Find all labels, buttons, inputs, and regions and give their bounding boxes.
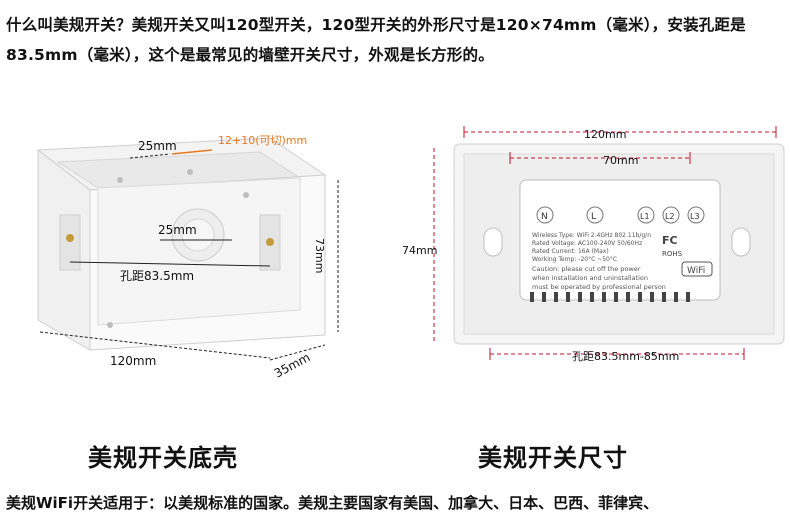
caution-line-1: Caution: please cut off the power (532, 265, 641, 273)
label-line-2: Rated Voltage: AC100-240V 50/60Hz (532, 240, 642, 247)
switch-back-illustration: 120mm 70mm N L L1 L2 L3 Wireless Type: W… (402, 126, 785, 363)
dim-depth-label: 35mm (272, 350, 313, 381)
dim-center-label: 25mm (158, 223, 197, 237)
terminal-l1: L1 (640, 212, 650, 221)
dim-width-label: 120mm (110, 354, 156, 368)
wifi-badge: WiFi (687, 266, 705, 276)
caption-back-box: 美规开关底壳 (88, 444, 238, 472)
terminal-n: N (541, 212, 548, 222)
dim-hole-label: 孔距83.5mm (120, 269, 194, 283)
dim-inner-label: 70mm (603, 154, 638, 167)
caption-dimensions: 美规开关尺寸 (478, 444, 628, 472)
dim-hole-label: 孔距83.5mm-85mm (572, 350, 679, 363)
rohs-mark: ROHS (662, 250, 683, 258)
terminal-l3: L3 (690, 212, 700, 221)
dim-width-label: 120mm (584, 128, 626, 141)
terminal-l2: L2 (665, 212, 675, 221)
caution-line-3: must be operated by professional person (532, 283, 666, 291)
label-line-4: Working Temp: -20°C ~50°C (532, 256, 617, 263)
label-line-1: Wireless Type: WiFi 2.4GHz 802.11b/g/n (532, 232, 651, 239)
bottom-paragraph: 美规WiFi开关适用于：以美规标准的国家。美规主要国家有美国、加拿大、日本、巴西… (6, 494, 659, 512)
dim-height-label: 74mm (402, 244, 437, 257)
dim-top-label: 25mm (138, 139, 177, 153)
caution-line-2: when installation and uninstallation (532, 274, 648, 282)
dim-cut-label: 12+10(可切)mm (218, 134, 307, 147)
fc-mark: FC (662, 234, 678, 247)
label-line-3: Rated Current: 16A (Max) (532, 248, 609, 255)
back-box-illustration: 25mm 12+10(可切)mm 25mm 孔距83.5mm 73mm 120m… (36, 134, 339, 381)
terminal-l: L (591, 212, 596, 222)
intro-paragraph: 什么叫美规开关？美规开关又叫120型开关，120型开关的外形尺寸是120×74m… (6, 16, 746, 64)
dim-height-label: 73mm (313, 238, 326, 273)
